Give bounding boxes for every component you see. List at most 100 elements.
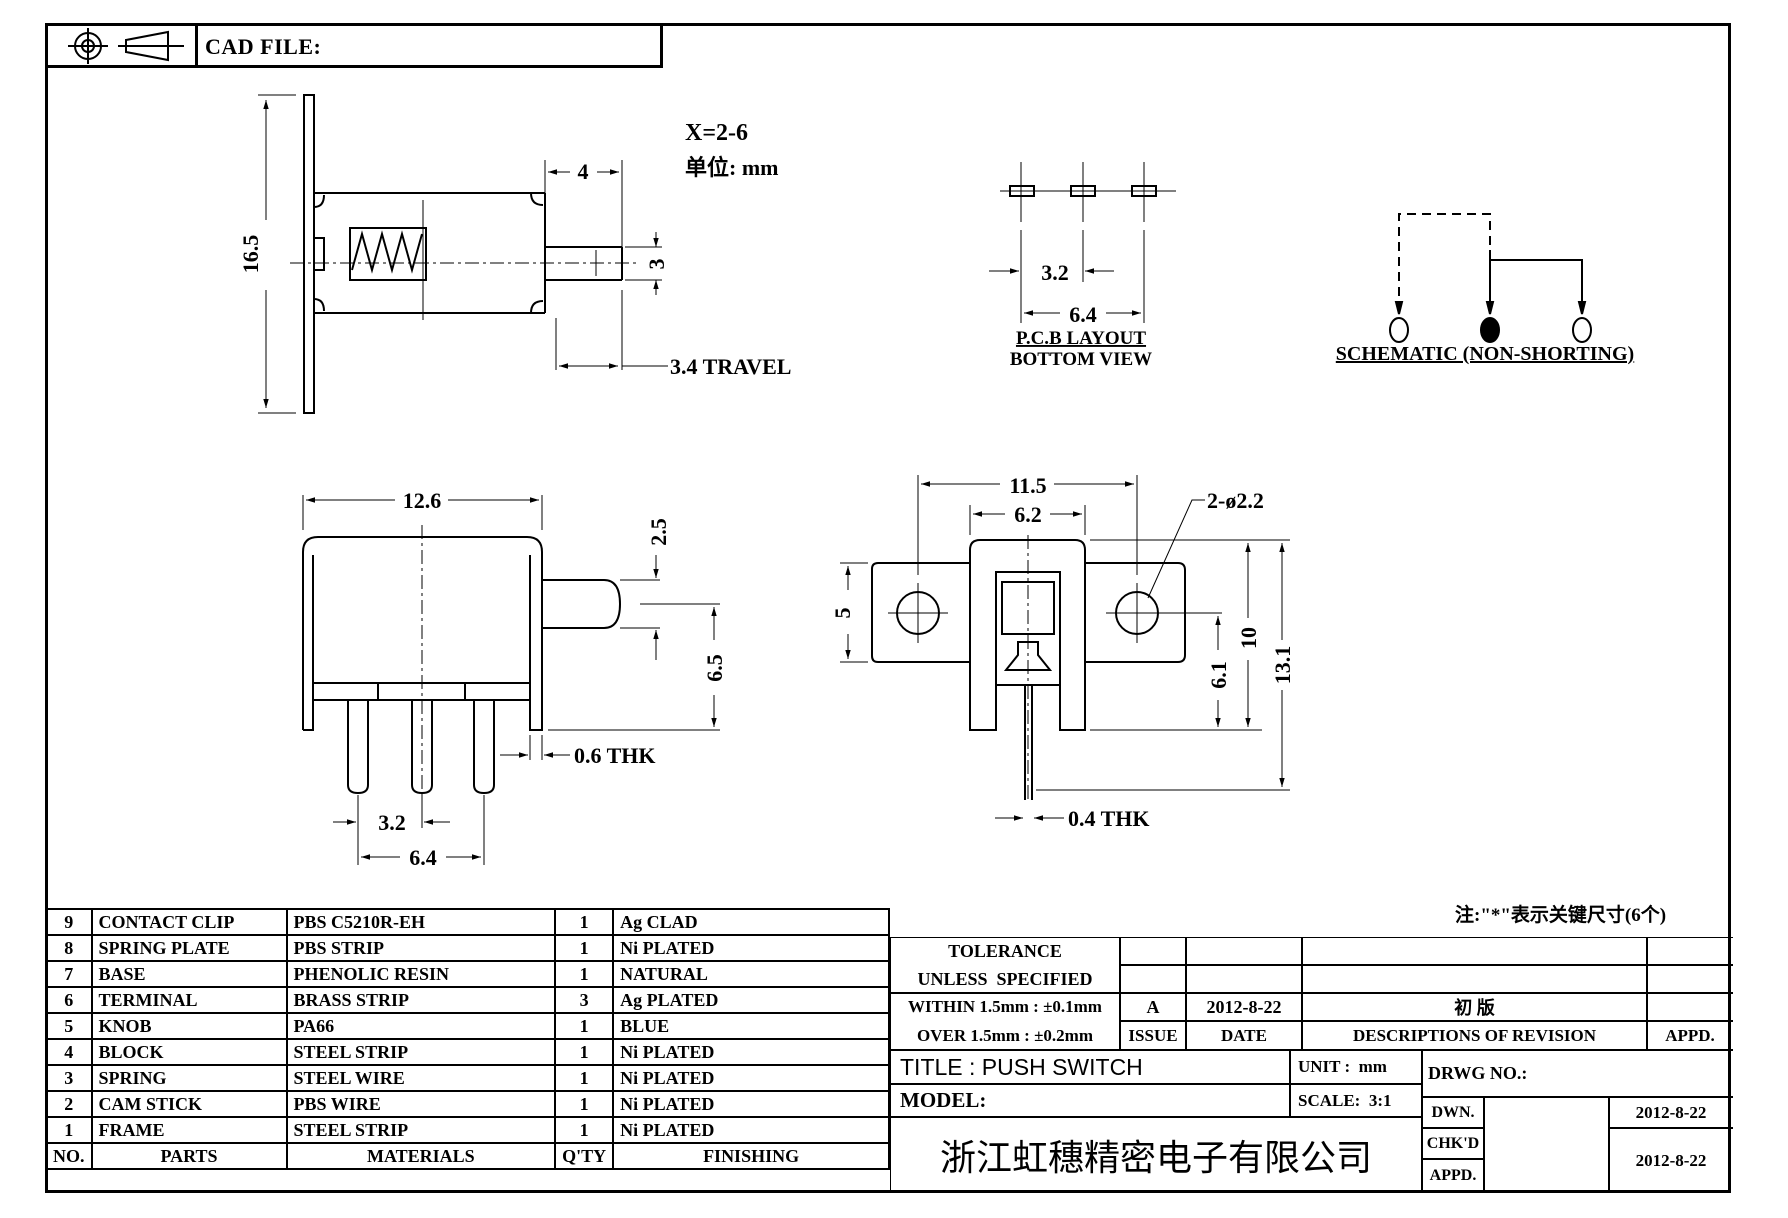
part-name: FRAME [90,1116,288,1144]
part-qty: 1 [554,1064,615,1092]
part-name: KNOB [90,1012,288,1040]
dim-knob-dia: 3 [644,259,669,270]
header-qty: Q'TY [554,1142,615,1170]
part-material: PBS WIRE [285,1090,557,1118]
unit-note: 单位: mm [685,155,778,180]
revision-issue: A [1146,996,1160,1017]
drawn-date: 2012-8-22 [1635,1102,1707,1122]
part-qty: 3 [554,986,615,1014]
date-header: DATE [1221,1025,1267,1045]
part-finishing: NATURAL [612,960,890,988]
parts-table-header: NO. PARTS MATERIALS Q'TY FINISHING [45,1142,890,1170]
front-dim-hole-pitch: 11.5 [1009,473,1046,498]
first-angle-projection-cone-icon [118,30,184,62]
header-divider [195,23,198,68]
header-materials: MATERIALS [285,1142,557,1170]
part-finishing: Ni PLATED [612,1090,890,1118]
part-number: 2 [45,1090,93,1118]
side-dim-knob-height: 6.5 [702,654,727,682]
revision-date: 2012-8-22 [1206,996,1282,1017]
part-finishing: Ni PLATED [612,1116,890,1144]
issue-header: ISSUE [1128,1025,1178,1045]
revision-description: 初 版 [1454,998,1495,1018]
front-dim-body-width: 6.2 [1014,502,1042,527]
cad-header-box [45,23,663,68]
part-number: 4 [45,1038,93,1066]
title-block: TOLERANCE UNLESS SPECIFIED WITHIN 1.5mm … [890,937,1733,1193]
checked-approved-date: 2012-8-22 [1635,1150,1707,1170]
part-qty: 1 [554,1090,615,1118]
part-finishing: Ni PLATED [612,1064,890,1092]
pcb-dim-pitch: 3.2 [1041,260,1069,285]
part-finishing: Ni PLATED [612,934,890,962]
side-dim-span: 6.4 [409,845,437,870]
front-dim-holes: 2-ø2.2 [1207,488,1264,513]
checked-label: CHK'D [1426,1134,1480,1152]
top-view [258,94,668,414]
part-material: STEEL STRIP [285,1038,557,1066]
projection-symbol [68,28,184,64]
front-dim-hole-height: 6.1 [1206,661,1231,689]
part-material: PBS STRIP [285,934,557,962]
dim-height: 16.5 [238,235,263,274]
part-number: 3 [45,1064,93,1092]
dim-knob-length: 4 [578,159,589,184]
part-finishing: Ag PLATED [612,986,890,1014]
part-qty: 1 [554,1116,615,1144]
part-material: BRASS STRIP [285,986,557,1014]
title-block-grid [890,937,1733,1193]
part-name: CAM STICK [90,1090,288,1118]
company-name: 浙江虹穗精密电子有限公司 [939,1138,1372,1178]
tolerance-within: WITHIN 1.5mm : ±0.1mm [908,997,1102,1016]
part-material: PA66 [285,1012,557,1040]
part-qty: 1 [554,1012,615,1040]
part-material: PBS C5210R-EH [285,908,557,936]
header-no: NO. [45,1142,93,1170]
part-name: CONTACT CLIP [90,908,288,936]
part-name: TERMINAL [90,986,288,1014]
technical-drawing-views: 16.5 4 3 3.4 TRAVEL X=2-6 单位: mm 3.2 6.4… [238,94,1634,870]
part-number: 9 [45,908,93,936]
side-dim-knob: 2.5 [646,518,671,546]
cad-file-label: CAD FILE: [205,34,322,59]
variant-note: X=2-6 [685,120,748,146]
tolerance-label: TOLERANCE [948,940,1062,961]
pcb-layout [989,162,1176,323]
part-material: STEEL WIRE [285,1064,557,1092]
part-number: 5 [45,1012,93,1040]
description-header: DESCRIPTIONS OF REVISION [1352,1025,1597,1045]
first-angle-projection-circle-icon [68,28,108,64]
part-qty: 1 [554,1038,615,1066]
schematic-title: SCHEMATIC (NON-SHORTING) [1336,343,1634,365]
terminal-open-left [1389,317,1409,343]
drawing-number-label: DRWG NO.: [1428,1063,1528,1083]
drawing-title: TITLE : PUSH SWITCH [900,1053,1143,1080]
part-name: BASE [90,960,288,988]
appd-header: APPD. [1665,1025,1715,1045]
schematic-diagram [1389,213,1592,343]
part-qty: 1 [554,908,615,936]
model-label: MODEL: [900,1088,987,1112]
key-dimension-note: 注:"*"表示关键尺寸(6个) [1455,905,1667,926]
scale-label: SCALE: 3:1 [1298,1090,1392,1110]
tolerance-over: OVER 1.5mm : ±0.2mm [916,1025,1093,1045]
terminal-open-right [1572,317,1592,343]
drawn-label: DWN. [1431,1103,1475,1121]
pcb-layout-title: P.C.B LAYOUT [1016,328,1146,349]
pcb-dim-span: 6.4 [1069,302,1097,327]
dim-travel: 3.4 TRAVEL [670,354,791,379]
side-dim-width: 12.6 [403,488,442,513]
part-finishing: BLUE [612,1012,890,1040]
terminal-common [1480,317,1500,343]
part-name: SPRING [90,1064,288,1092]
header-parts: PARTS [90,1142,288,1170]
front-view [840,475,1290,821]
tolerance-unless: UNLESS SPECIFIED [917,968,1093,989]
part-material: PHENOLIC RESIN [285,960,557,988]
